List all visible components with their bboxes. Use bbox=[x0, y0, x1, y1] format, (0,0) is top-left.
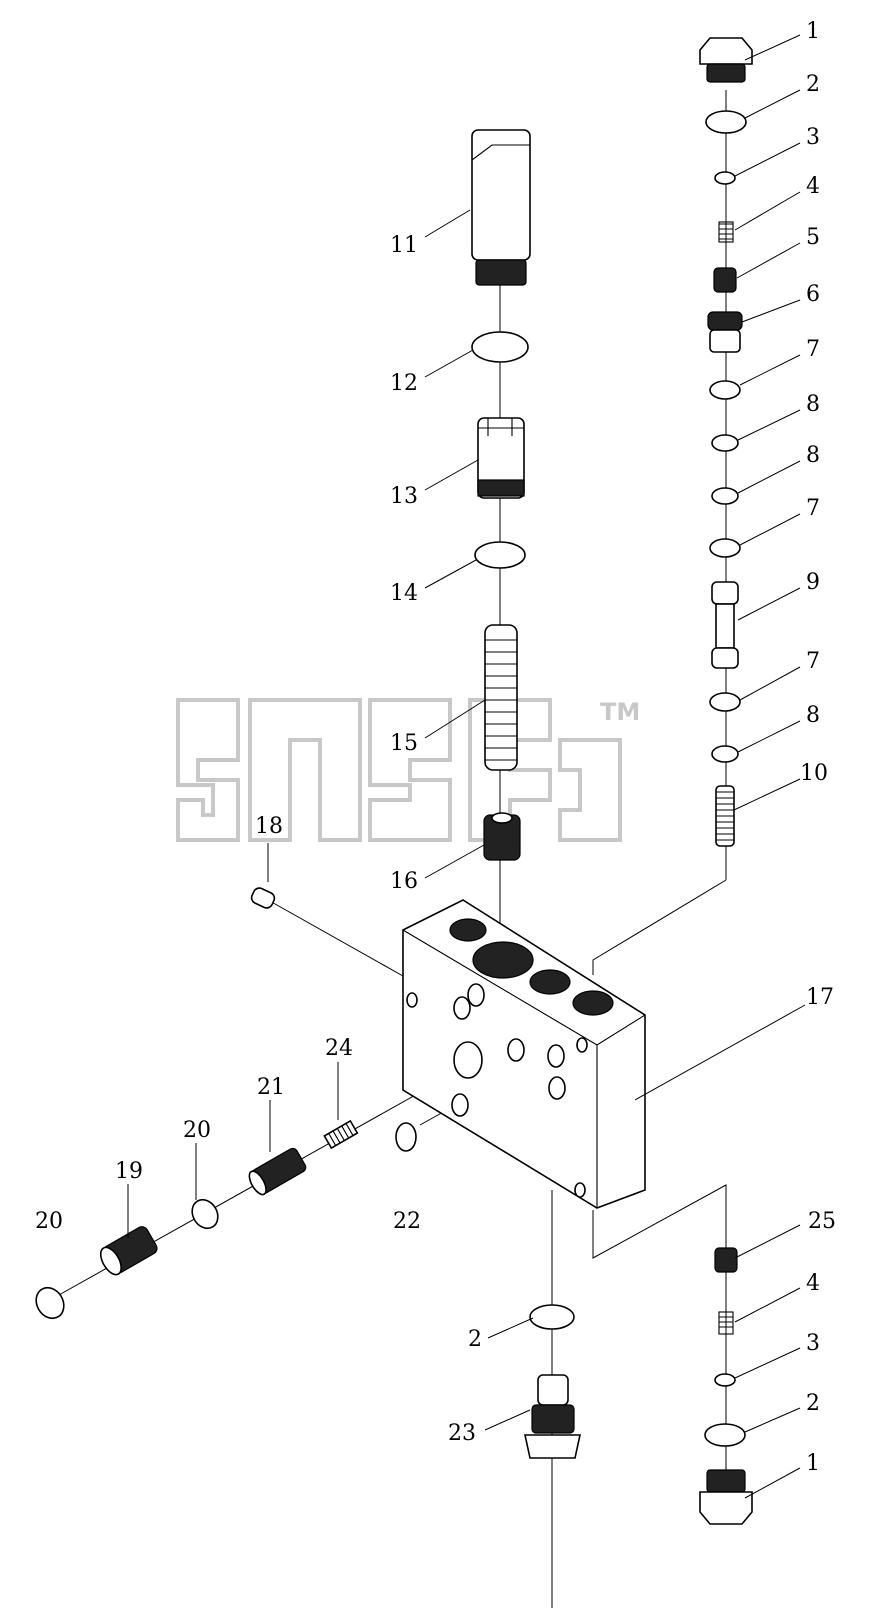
label-17: 17 bbox=[806, 985, 834, 1010]
part-15-spring bbox=[484, 624, 518, 771]
label-24: 24 bbox=[325, 1036, 353, 1061]
part-19-plug bbox=[99, 1226, 158, 1276]
part-12-ring bbox=[471, 331, 529, 363]
axis-18 bbox=[267, 899, 404, 977]
label-7-b: 7 bbox=[806, 496, 820, 521]
part-20-ring-a bbox=[35, 1286, 65, 1320]
label-18: 18 bbox=[255, 814, 283, 839]
part-23-fitting bbox=[524, 1374, 581, 1459]
part-7-ring-c bbox=[709, 692, 741, 712]
part-8-ring-b bbox=[711, 487, 739, 505]
watermark-logo bbox=[176, 698, 622, 842]
part-2-ring-bottom-middle bbox=[529, 1304, 575, 1330]
label-10: 10 bbox=[800, 761, 828, 786]
label-22: 22 bbox=[393, 1209, 421, 1234]
part-25-poppet bbox=[714, 1247, 738, 1273]
label-2-bottom-right: 2 bbox=[806, 1391, 820, 1416]
label-13: 13 bbox=[390, 484, 418, 509]
label-9: 9 bbox=[806, 570, 820, 595]
label-23: 23 bbox=[448, 1421, 476, 1446]
part-24-spring bbox=[323, 1119, 359, 1150]
label-8-a: 8 bbox=[806, 392, 820, 417]
part-11-cap bbox=[471, 129, 531, 286]
axis-bottom-right-connector bbox=[592, 1184, 727, 1259]
part-3-washer-top bbox=[714, 171, 736, 185]
part-2-ring-top bbox=[705, 110, 747, 134]
label-11: 11 bbox=[390, 233, 418, 258]
label-20-b: 20 bbox=[183, 1118, 211, 1143]
part-22-ring bbox=[395, 1122, 417, 1152]
label-3-bottom: 3 bbox=[806, 1331, 820, 1356]
label-19: 19 bbox=[115, 1159, 143, 1184]
part-17-valve-block bbox=[402, 899, 646, 1209]
axis-right-connector bbox=[592, 879, 727, 975]
label-1-bottom: 1 bbox=[806, 1451, 820, 1476]
watermark-tm: TM bbox=[600, 698, 640, 726]
label-25: 25 bbox=[808, 1209, 836, 1234]
part-2-ring-bottom-right bbox=[704, 1423, 746, 1447]
part-14-ring bbox=[474, 541, 526, 569]
label-6: 6 bbox=[806, 282, 820, 307]
label-20-a: 20 bbox=[35, 1209, 63, 1234]
label-5: 5 bbox=[806, 225, 820, 250]
part-20-ring-b bbox=[191, 1198, 219, 1230]
label-8-b: 8 bbox=[806, 443, 820, 468]
part-7-ring-b bbox=[709, 538, 741, 558]
label-2-bottom-middle: 2 bbox=[468, 1327, 482, 1352]
label-21: 21 bbox=[257, 1075, 285, 1100]
label-16: 16 bbox=[390, 869, 418, 894]
part-21-spool bbox=[248, 1147, 307, 1196]
label-2-top: 2 bbox=[806, 72, 820, 97]
part-4-spring-bottom bbox=[718, 1311, 734, 1335]
label-14: 14 bbox=[390, 581, 418, 606]
label-12: 12 bbox=[390, 371, 418, 396]
part-1-plug-bottom bbox=[699, 1469, 753, 1525]
part-7-ring-a bbox=[709, 380, 741, 400]
part-4-spring-top bbox=[718, 221, 734, 243]
label-7-c: 7 bbox=[806, 649, 820, 674]
part-8-ring-a bbox=[711, 434, 739, 452]
part-16-adjuster bbox=[483, 812, 521, 861]
leader-lines bbox=[127, 34, 806, 1499]
label-3-top: 3 bbox=[806, 125, 820, 150]
label-4-bottom: 4 bbox=[806, 1271, 820, 1296]
label-7-a: 7 bbox=[806, 337, 820, 362]
part-5-poppet bbox=[713, 267, 737, 293]
part-6-seat bbox=[707, 311, 743, 353]
label-4-top: 4 bbox=[806, 174, 820, 199]
part-1-plug-top bbox=[699, 37, 753, 83]
part-13-sleeve bbox=[477, 417, 525, 499]
label-8-c: 8 bbox=[806, 703, 820, 728]
label-15: 15 bbox=[390, 731, 418, 756]
part-10-threaded-rod bbox=[715, 785, 735, 847]
part-9-spool bbox=[711, 581, 739, 669]
part-8-ring-c bbox=[711, 745, 739, 763]
part-3-washer-bottom bbox=[714, 1373, 736, 1387]
label-1-top: 1 bbox=[806, 19, 820, 44]
part-18-pin bbox=[250, 887, 276, 909]
